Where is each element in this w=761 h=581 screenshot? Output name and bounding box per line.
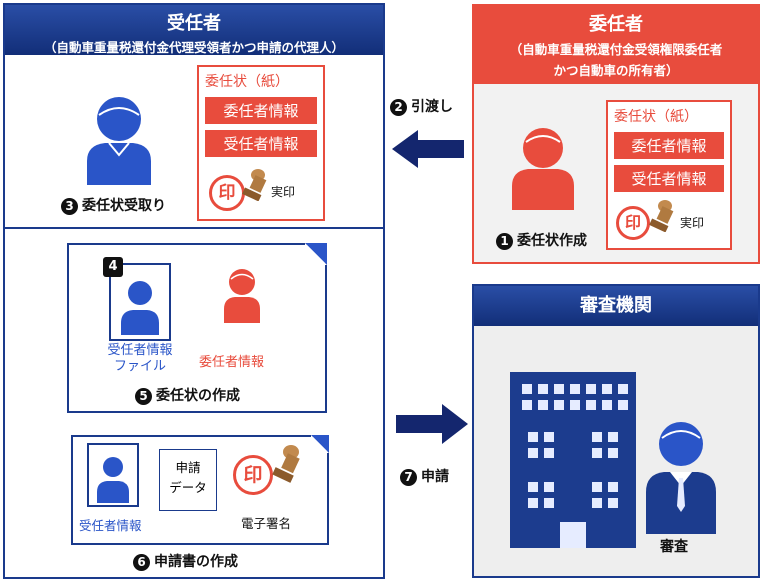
signature-label: 電子署名 xyxy=(241,516,292,531)
app-file-label: 受任者情報 xyxy=(79,518,142,533)
mandator-step-label: 委任状作成 xyxy=(517,233,587,249)
apply-arrow-icon xyxy=(396,404,468,444)
examiner-label: 審査 xyxy=(660,539,688,555)
app-data-line2: データ xyxy=(169,480,207,495)
mandatary-title: 受任者 xyxy=(167,13,221,34)
app-data-line1: 申請 xyxy=(175,460,201,475)
created-mandator-row: 委任者情報 xyxy=(614,132,724,159)
created-letter-title: 委任状（紙） xyxy=(614,109,698,125)
file-label-line2: ファイル xyxy=(113,359,166,374)
mandator-subtitle-1: （自動車重量税還付金受領権限委任者 xyxy=(509,42,723,57)
receive-step-label: 委任状受取り xyxy=(82,198,166,214)
create-letter-step-label: 委任状の作成 xyxy=(156,388,240,404)
apply-label-text: 申請 xyxy=(421,469,449,485)
badge-number-4: 4 xyxy=(103,257,123,277)
created-seal-icon: 印 xyxy=(616,206,650,240)
mandatary-file-icon xyxy=(109,263,171,341)
mandator-header: 委任者 （自動車重量税還付金受領権限委任者 かつ自動車の所有者） xyxy=(474,6,758,84)
doc-corner-fold xyxy=(305,243,327,265)
mandator-title: 委任者 xyxy=(589,14,643,35)
mandatary-info-row: 受任者情報 xyxy=(205,130,317,157)
paper-letter-created: 委任状（紙） 委任者情報 受任者情報 印 実印 xyxy=(606,100,732,250)
mandator-info-label: 委任者情報 xyxy=(199,355,265,370)
mandator-subtitle-2: かつ自動車の所有者） xyxy=(553,63,679,78)
app-mandatary-file-icon xyxy=(87,443,139,507)
examiner-panel: 審査機関 審査 xyxy=(472,284,760,578)
examiner-header: 審査機関 xyxy=(474,286,758,326)
mandatary-person-icon xyxy=(87,97,151,185)
handover-label-text: 引渡し xyxy=(411,99,453,115)
created-seal-label: 実印 xyxy=(680,216,705,230)
created-mandatary-row: 受任者情報 xyxy=(614,165,724,192)
step-number-1: 1 xyxy=(496,232,513,250)
handover-arrow-icon xyxy=(392,130,464,168)
paper-letter-title: 委任状（紙） xyxy=(205,74,289,90)
seal-label: 実印 xyxy=(271,185,296,199)
application-doc: 受任者情報 申請 データ 印 電子署名 xyxy=(71,435,329,545)
signature-stamp-handle-icon xyxy=(272,445,300,483)
mandator-person-icon xyxy=(512,128,574,210)
file-label-line1: 受任者情報 xyxy=(107,343,173,358)
application-step-label: 申請書の作成 xyxy=(154,554,238,570)
step-number-3: 3 xyxy=(61,197,78,215)
application-data-file: 申請 データ xyxy=(159,449,217,511)
signature-seal-icon: 印 xyxy=(233,455,273,495)
paper-letter-received: 委任状（紙） 委任者情報 受任者情報 印 実印 xyxy=(197,65,325,221)
stamp-handle-icon xyxy=(242,169,267,201)
mandator-info-row: 委任者情報 xyxy=(205,97,317,124)
mandatary-header: 受任者 （自動車重量税還付金代理受領者かつ申請の代理人） xyxy=(5,5,383,55)
file-label: 受任者情報 ファイル xyxy=(95,343,185,375)
step-number-5: 5 xyxy=(135,387,152,405)
mandator-person-icon-small xyxy=(224,269,260,323)
mandatary-subtitle: （自動車重量税還付金代理受領者かつ申請の代理人） xyxy=(43,40,344,55)
step-number-2: 2 xyxy=(390,98,407,116)
building-icon xyxy=(510,372,636,548)
step-number-6: 6 xyxy=(133,553,150,571)
examiner-person-icon xyxy=(646,422,716,534)
step-number-7: 7 xyxy=(400,468,417,486)
created-stamp-handle-icon xyxy=(649,200,674,232)
app-doc-corner-fold xyxy=(311,435,329,453)
